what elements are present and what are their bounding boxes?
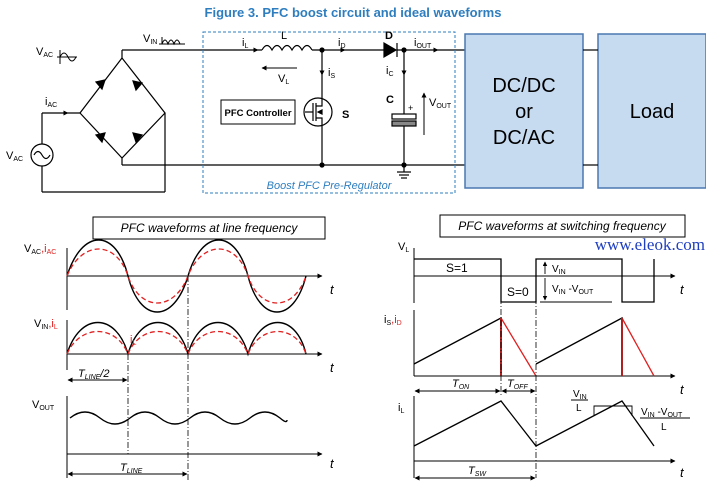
bridge-diode-1-icon: [94, 79, 106, 91]
il-waveform: [66, 330, 307, 356]
is-label: iS: [328, 67, 335, 80]
vl-waveform: [414, 258, 655, 303]
switch-label: S: [342, 109, 349, 121]
vout-label: VOUT: [429, 97, 452, 110]
slope-up-marker: [593, 405, 622, 415]
s1-label: S=1: [446, 261, 468, 275]
bridge-diode-2-icon: [132, 80, 144, 92]
circuit-schematic: [30, 41, 465, 193]
vinvout-note: VIN -VOUT: [552, 284, 594, 296]
slope-down-marker: [622, 405, 633, 416]
line-freq-title-box: [92, 216, 326, 240]
t-axis-4: t: [680, 282, 685, 297]
line-freq-axes: [66, 248, 323, 478]
slope2-num: VIN -VOUT: [641, 407, 683, 419]
vout-waveform: [69, 411, 288, 425]
iout-label: iOUT: [414, 37, 432, 50]
is-id-axis-label: iS,iD: [384, 314, 402, 327]
t-axis-1: t: [330, 282, 335, 297]
watermark: www.eleok.com: [595, 235, 705, 254]
dcdc-line2: or: [515, 101, 533, 123]
vl-label: VL: [278, 73, 289, 86]
load-block: [597, 33, 706, 189]
s0-label: S=0: [507, 285, 529, 299]
load-label: Load: [630, 101, 675, 123]
ton-label: TON: [452, 378, 470, 391]
inductor-label: L: [281, 30, 287, 42]
boost-caption: Boost PFC Pre-Regulator: [267, 180, 393, 192]
boost-pfc-region: [202, 31, 456, 194]
diode-label: D: [385, 30, 393, 42]
toff-label: TOFF: [507, 378, 528, 391]
vac-source-label: VAC: [6, 150, 23, 163]
t-axis-6: t: [680, 465, 685, 480]
bridge-diode-3-icon: [94, 132, 106, 144]
vout-axis-label: VOUT: [32, 399, 55, 412]
vin-label: VIN: [143, 33, 157, 46]
t-axis-3: t: [330, 456, 335, 471]
tline-half-label: TLINE/2: [78, 368, 109, 381]
figure-title: Figure 3. PFC boost circuit and ideal wa…: [205, 5, 502, 20]
switch-freq-title: PFC waveforms at switching frequency: [458, 219, 666, 233]
il-curve-label: iL: [130, 334, 136, 347]
id-waveform: [500, 317, 655, 377]
il-triangle-waveform: [413, 400, 655, 447]
capacitor-icon: [391, 113, 417, 120]
slope2-den: L: [661, 422, 667, 433]
vl-axis-label: VL: [398, 241, 409, 254]
cap-label: C: [386, 94, 394, 106]
dcdc-block: [464, 33, 584, 189]
tsw-label: TSW: [468, 465, 487, 478]
switch-freq-title-box: [439, 214, 686, 238]
vac-wave-icon: [57, 50, 77, 64]
tline-label: TLINE: [120, 462, 143, 475]
t-axis-2: t: [330, 360, 335, 375]
switch-markers: [500, 276, 537, 478]
diode-d-icon: [383, 41, 398, 59]
circuit-arrows: [52, 47, 439, 135]
ic-label: iC: [386, 65, 394, 78]
vac-iac-axis-label: VAC,iAC: [24, 243, 56, 256]
slope1-num: VIN: [573, 389, 587, 401]
vin-wave-icon: [159, 37, 185, 46]
slope1-den: L: [576, 403, 582, 414]
id-label: iD: [338, 37, 346, 50]
line-freq-title: PFC waveforms at line frequency: [121, 221, 299, 235]
il-label: iL: [242, 37, 248, 50]
inductor-icon: [261, 44, 313, 52]
vin-note: VIN: [552, 264, 566, 276]
mosfet-switch-icon: [303, 97, 333, 127]
pfc-controller-box: [220, 99, 296, 125]
iac-label: iAC: [45, 96, 57, 109]
bridge-diode-4-icon: [132, 132, 144, 144]
cap-plus: +: [408, 103, 413, 113]
vin-il-axis-label: VIN,iL: [34, 318, 58, 331]
line-freq-markers: [127, 276, 189, 480]
vac-label: VAC: [36, 46, 53, 59]
switch-freq-axes: [413, 248, 676, 478]
il-axis-label: iL: [398, 402, 404, 415]
t-axis-5: t: [680, 382, 685, 397]
pfc-controller-label: PFC Controller: [224, 108, 291, 119]
dcdc-line3: DC/AC: [493, 127, 555, 149]
dcdc-line1: DC/DC: [492, 75, 555, 97]
bridge-rectifier: [79, 57, 166, 159]
